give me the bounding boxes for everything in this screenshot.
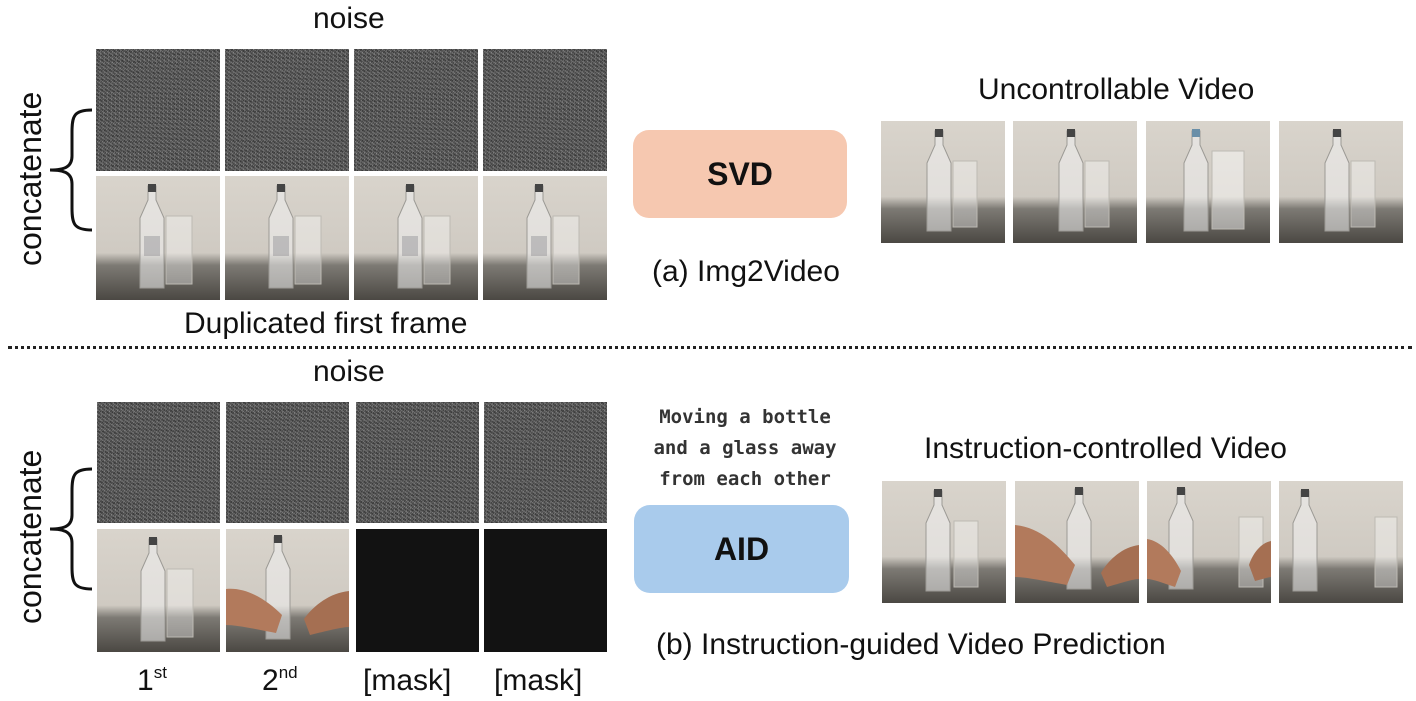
bottle-glass-icon <box>925 489 979 592</box>
section-divider <box>8 346 1412 349</box>
uncontrollable-frame-1 <box>881 121 1005 243</box>
aid-model-box: AID <box>634 505 849 593</box>
uncontrollable-frame-4 <box>1279 121 1403 243</box>
top-noise-tile-2 <box>225 49 349 171</box>
frame-label-mask-1: [mask] <box>363 664 452 697</box>
hand-bottle-icon <box>1015 487 1139 590</box>
bottom-noise-tile-2 <box>226 402 349 523</box>
instruction-line: Moving a bottle <box>659 406 831 428</box>
instruction-line: from each other <box>659 468 831 490</box>
bottle-glass-icon <box>926 129 978 232</box>
bottle-glass-icon <box>1324 129 1376 232</box>
bottom-noise-tile-3 <box>356 402 479 523</box>
controlled-frame-2 <box>1015 481 1139 603</box>
top-concatenate-label: concatenate <box>12 91 48 266</box>
hand-bottle-icon <box>226 535 349 640</box>
bottle-glass-icon <box>140 537 194 642</box>
bottom-caption: (b) Instruction-guided Video Prediction <box>656 628 1166 661</box>
bottle-glass-icon <box>139 184 193 289</box>
bottom-noise-tile-4 <box>484 402 607 523</box>
top-first-frame-3 <box>354 176 478 300</box>
bottom-mask-tile-2 <box>484 529 607 652</box>
frame-label-mask-2: [mask] <box>494 664 583 697</box>
controlled-frame-4 <box>1279 481 1403 603</box>
instruction-line: and a glass away <box>653 437 837 459</box>
bottle-glass-icon <box>1058 129 1110 232</box>
top-caption: (a) Img2Video <box>652 255 840 288</box>
bottom-frame-1st <box>97 529 220 652</box>
bottle-glass-icon <box>1183 129 1245 232</box>
frame-label-1st: 1st <box>137 663 167 697</box>
svd-model-box: SVD <box>633 130 847 218</box>
top-noise-label: noise <box>313 2 385 35</box>
top-noise-tile-1 <box>96 49 220 171</box>
duplicated-first-frame-label: Duplicated first frame <box>184 307 468 340</box>
controlled-frame-3 <box>1147 481 1271 603</box>
uncontrollable-frame-2 <box>1013 121 1137 243</box>
bottle-glass-icon <box>397 184 451 289</box>
hand-bottle-icon <box>1147 487 1271 590</box>
bottle-glass-icon <box>526 184 580 289</box>
bottom-noise-tile-1 <box>97 402 220 523</box>
bottom-noise-label: noise <box>313 355 385 388</box>
uncontrollable-video-title: Uncontrollable Video <box>978 73 1255 106</box>
top-first-frame-2 <box>225 176 349 300</box>
uncontrollable-frame-3 <box>1146 121 1270 243</box>
top-first-frame-4 <box>483 176 607 300</box>
controlled-frame-1 <box>882 481 1006 603</box>
bottle-glass-icon <box>1292 489 1398 592</box>
frame-label-2nd: 2nd <box>262 663 298 697</box>
top-noise-tile-3 <box>354 49 478 171</box>
bottle-glass-icon <box>268 184 322 289</box>
instruction-text: Moving a bottle and a glass away from ea… <box>636 402 854 495</box>
top-brace-icon <box>49 108 93 232</box>
top-noise-tile-4 <box>483 49 607 171</box>
bottom-frame-2nd <box>226 529 349 652</box>
bottom-brace-icon <box>49 467 93 591</box>
instruction-controlled-video-title: Instruction-controlled Video <box>924 432 1287 465</box>
top-first-frame-1 <box>96 176 220 300</box>
bottom-mask-tile-1 <box>356 529 479 652</box>
bottom-concatenate-label: concatenate <box>12 449 48 624</box>
